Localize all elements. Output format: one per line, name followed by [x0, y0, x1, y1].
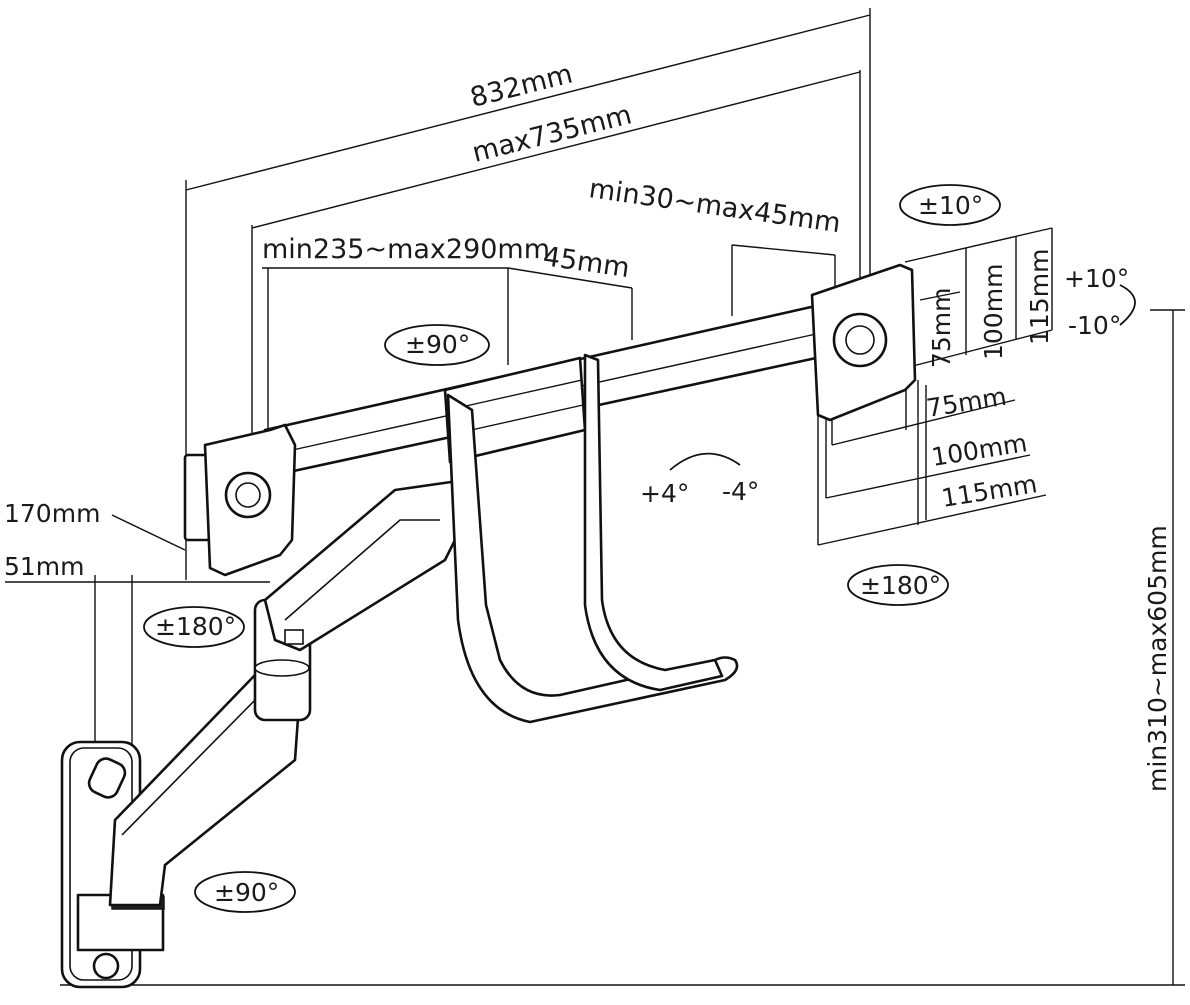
- label-bar-offset: 45mm: [541, 241, 631, 284]
- label-bar-gap-range: min30~max45mm: [587, 173, 843, 239]
- label-height-range: min310~max605mm: [1143, 525, 1172, 792]
- label-vesa-115-h: 115mm: [939, 469, 1039, 513]
- label-tilt-top: ±10°: [918, 191, 983, 220]
- left-vesa-plate: [183, 423, 297, 577]
- label-tilt-minus4: -4°: [722, 477, 759, 506]
- upper-arm: [263, 478, 472, 652]
- label-swivel-180-left: ±180°: [155, 612, 236, 641]
- rotation-indicators: [143, 184, 1136, 913]
- label-vesa-75-v: 75mm: [927, 287, 956, 368]
- label-tilt-down: -10°: [1068, 311, 1121, 340]
- label-vesa-75-h: 75mm: [924, 382, 1008, 423]
- labels: 832mm max735mm min235~max290mm 45mm min3…: [4, 59, 1172, 907]
- label-max-extension: max735mm: [469, 99, 635, 169]
- label-overall-width: 832mm: [467, 59, 576, 114]
- label-vesa-115-v: 115mm: [1025, 249, 1054, 345]
- label-tilt-plus4: +4°: [640, 479, 689, 508]
- label-swivel-180-right: ±180°: [860, 571, 941, 600]
- dimension-lines: [5, 8, 1185, 986]
- label-swivel-90-base: ±90°: [214, 878, 279, 907]
- label-depth-170: 170mm: [4, 499, 100, 528]
- label-arm-span-range: min235~max290mm: [262, 234, 550, 265]
- handle: [446, 353, 739, 724]
- label-rotate-90-top: ±90°: [405, 330, 470, 359]
- right-vesa-plate: [810, 263, 917, 422]
- label-vesa-100-v: 100mm: [979, 264, 1008, 360]
- label-depth-51: 51mm: [4, 552, 85, 581]
- label-tilt-up: +10°: [1064, 264, 1129, 293]
